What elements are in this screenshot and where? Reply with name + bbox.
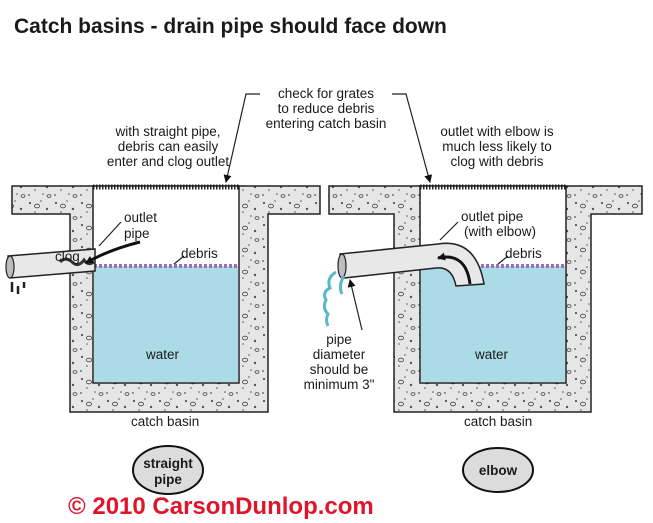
pipe-diameter-4: minimum 3" [304,377,375,392]
pipe-diameter-note: pipe diameter should be minimum 3" [304,332,375,392]
right-basin-water [421,266,565,382]
elbow-note-2: much less likely to [442,139,552,154]
right-debris-label: debris [505,246,542,261]
straight-note-3: enter and clog outlet [107,154,230,169]
pipe-diameter-2: diameter [313,347,366,362]
straight-note: with straight pipe, debris can easily en… [107,124,230,169]
left-flow-arrow [85,240,141,265]
grates-note-1: check for grates [278,86,374,101]
left-water-label: water [145,347,180,362]
right-outlet-label-1: outlet pipe [461,209,523,224]
copyright-text: © 2010 CarsonDunlop.com [68,493,374,520]
right-basin: outlet pipe (with elbow) debris water ca… [322,184,643,493]
straight-oval-label-2: pipe [154,472,182,487]
right-outlet-pipe [339,242,485,287]
left-outlet-label-1: outlet [124,210,157,225]
left-debris-leader [173,255,185,265]
right-water-label: water [474,347,509,362]
grates-leader-left [223,93,260,183]
grates-leader-right [392,93,433,183]
straight-pipe-oval [132,445,204,495]
diagram-title: Catch basins - drain pipe should face do… [14,15,447,38]
pipe-diameter-1: pipe [326,332,352,347]
water-splash [322,270,346,327]
straight-note-2: debris can easily [118,139,219,154]
left-basin: outlet pipe clog debris water catch basi… [5,184,321,495]
elbow-note-1: outlet with elbow is [440,124,554,139]
left-caption: catch basin [131,414,199,429]
left-outlet-label-2: pipe [124,226,150,241]
right-pipe-opening [337,253,347,279]
straight-oval-label-1: straight [143,456,193,471]
grates-note-2: to reduce debris [278,101,375,116]
elbow-oval-label: elbow [479,463,518,478]
right-caption: catch basin [464,414,532,429]
pipe-diameter-3: should be [310,362,369,377]
left-basin-water [94,266,238,382]
elbow-note-3: clog with debris [450,154,543,169]
grates-note-3: entering catch basin [266,116,387,131]
left-debris-label: debris [181,246,218,261]
grates-callout: check for grates to reduce debris enteri… [223,86,433,183]
left-pipe-opening [5,255,15,279]
pipe-diameter-leader [347,279,363,331]
right-outlet-leader [439,221,459,241]
elbow-oval [462,447,534,493]
right-debris-leader [497,255,509,265]
elbow-note: outlet with elbow is much less likely to… [440,124,554,169]
left-drip [10,282,26,294]
left-outlet-leader [98,221,122,247]
right-outlet-label-2: (with elbow) [464,224,536,239]
clog-label: clog [55,249,80,264]
straight-note-1: with straight pipe, [114,124,220,139]
right-flow-arrow [437,252,472,285]
